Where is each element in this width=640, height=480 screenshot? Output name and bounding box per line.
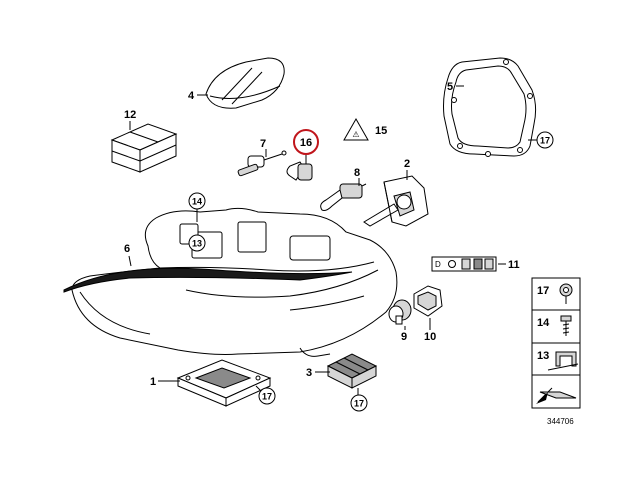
part-2-xenon-bulb[interactable] [363,175,429,227]
part-9-cap[interactable] [388,299,412,325]
callout-3: 3 [306,367,312,379]
callout-8: 8 [354,167,360,179]
legend-label-17: 17 [537,285,549,297]
diagram-number: 344706 [547,417,574,426]
part-8-bulb[interactable] [320,183,367,211]
legend-arrow-icon [536,387,577,404]
part-1-control-module[interactable] [176,359,272,407]
legend-item-13[interactable]: 13 [537,350,579,371]
callout-4: 4 [188,90,195,102]
callout-13-main: 13 [192,239,202,249]
legend-label-14: 14 [537,317,550,329]
part-10-connector[interactable] [413,285,443,317]
callout-circle-13-main [188,234,206,252]
callout-7: 7 [260,138,266,150]
callout-11: 11 [508,259,520,271]
part-7-bulb[interactable] [237,150,287,177]
callout-17-gasket: 17 [540,136,550,146]
legend-item-17[interactable]: 17 [537,283,573,304]
part-11-warning-label[interactable]: D [431,256,497,272]
part-6-trim-strip[interactable] [63,267,353,293]
callout-15: 15 [375,125,387,137]
callout-17-module: 17 [262,392,272,402]
callout-14-main: 14 [192,197,202,207]
headlight-housing[interactable] [71,207,398,357]
callout-9: 9 [401,331,407,343]
callout-12: 12 [124,109,136,121]
part-3-ballast[interactable] [326,353,378,389]
callout-circle-17-ballast [350,394,368,412]
warning-label-text: D [435,260,441,269]
callout-16: 16 [300,137,312,149]
legend-panel: 17 14 13 [531,277,581,409]
callout-6: 6 [124,243,130,255]
part-5-gasket[interactable] [443,57,537,157]
highlight-circle-16[interactable] [293,129,319,155]
part-4-pad[interactable] [205,57,285,109]
callout-5: 5 [447,81,453,93]
callout-17-ballast: 17 [354,399,364,409]
callout-2: 2 [404,158,410,170]
callout-1: 1 [150,376,156,388]
part-12-box[interactable] [110,123,178,173]
part-16-bulb[interactable] [286,152,313,181]
svg-text:⚠: ⚠ [352,130,359,139]
part-15-warning-label[interactable]: ⚠ [343,117,369,141]
callout-10: 10 [424,331,436,343]
callout-circle-17-module [258,387,276,405]
legend-label-13: 13 [537,350,549,362]
legend-item-14[interactable]: 14 [537,315,572,336]
